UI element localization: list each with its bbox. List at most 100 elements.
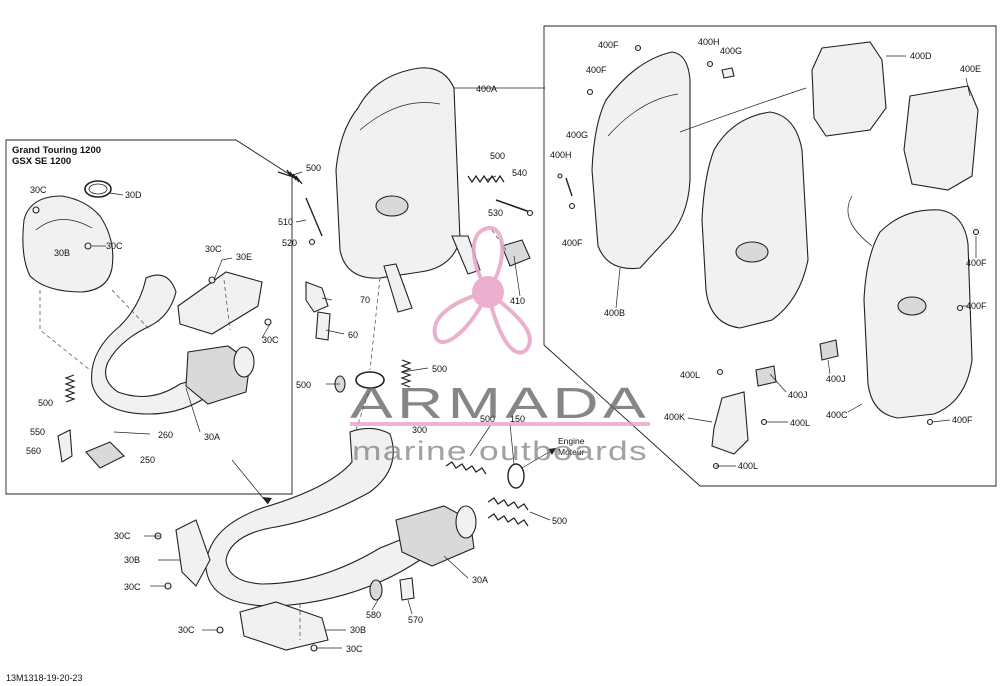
watermark-brand: ARMADA — [350, 379, 650, 428]
muffler-assembly-400a — [335, 67, 481, 313]
inset-dash-a — [39, 290, 91, 371]
label-400j-b: 400J — [826, 374, 846, 384]
label-510: 510 — [278, 217, 293, 227]
label-70: 70 — [360, 295, 370, 305]
label-500-d: 500 — [432, 364, 447, 374]
label-400f-a: 400F — [598, 40, 619, 50]
inset-plate-250 — [85, 441, 125, 469]
label-410: 410 — [510, 296, 525, 306]
muffler-body-400c — [701, 111, 809, 329]
label-30c-a: 30C — [30, 185, 47, 195]
spring-500-mid — [400, 359, 412, 388]
inset-frame-grand-touring — [5, 139, 293, 495]
fastener-400f-c — [568, 202, 576, 210]
dash-muffler-to-pipe — [369, 277, 381, 371]
label-400l-c: 400L — [738, 461, 758, 471]
fastener-400f-f — [926, 418, 934, 426]
label-500-b: 500 — [306, 163, 321, 173]
bracket-60 — [315, 311, 331, 341]
label-30c-c: 30C — [205, 244, 222, 254]
label-400g-a: 400G — [720, 46, 742, 56]
label-520: 520 — [282, 238, 297, 248]
label-580: 580 — [366, 610, 381, 620]
bushing-580 — [369, 579, 383, 601]
fastener-400f-a — [634, 44, 642, 52]
label-60: 60 — [348, 330, 358, 340]
watermark-tagline: marine outboards — [352, 436, 648, 466]
label-400k: 400K — [664, 412, 685, 422]
watermark-underline — [350, 422, 650, 426]
label-30e: 30E — [236, 252, 252, 262]
bracket-530-540 — [495, 199, 534, 217]
label-400c: 400C — [826, 410, 848, 420]
inset-dash-b — [111, 289, 151, 331]
inset-screw-30c-d — [264, 318, 272, 326]
rubber-block-400j-a — [755, 365, 777, 387]
inset-bracket-550 — [57, 429, 73, 463]
label-400f-e: 400F — [966, 301, 987, 311]
label-400l-a: 400L — [680, 370, 700, 380]
label-540: 540 — [512, 168, 527, 178]
muffler-detail-frame — [543, 25, 997, 487]
label-30d: 30D — [125, 190, 142, 200]
label-30c-e: 30C — [114, 531, 131, 541]
fastener-400f-e — [956, 304, 964, 312]
spring-500-upper-left — [277, 169, 303, 185]
muffler-cover-400b — [591, 51, 691, 270]
label-500-a: 500 — [38, 398, 53, 408]
moteur-label: Moteur — [558, 447, 585, 457]
label-30c-h: 30C — [346, 644, 363, 654]
washer-520 — [308, 238, 316, 246]
label-400h-b: 400H — [550, 150, 572, 160]
label-400b: 400B — [604, 308, 625, 318]
inset-screw-30c-a — [32, 206, 40, 214]
label-30b-c: 30B — [350, 625, 366, 635]
label-500-f: 500 — [480, 414, 495, 424]
label-550: 550 — [30, 427, 45, 437]
muffler-shell-400c — [863, 209, 973, 419]
insulation-pad-400d — [811, 41, 887, 137]
inset-spring-500 — [64, 374, 76, 403]
springs-500-pair — [445, 461, 529, 527]
inset-clamp-30d — [84, 180, 112, 198]
label-400j-a: 400J — [788, 390, 808, 400]
rubber-block-400j-b — [819, 339, 839, 361]
inset-heat-shield-30e — [177, 271, 263, 335]
clip-400g-b — [565, 177, 573, 197]
inset-heat-shield-30b — [22, 195, 114, 293]
label-30b-a: 30B — [54, 248, 70, 258]
label-500-g: 500 — [552, 516, 567, 526]
inset-screw-30c-b — [84, 242, 92, 250]
label-530: 530 — [488, 208, 503, 218]
label-250: 250 — [140, 455, 155, 465]
label-560: 560 — [26, 446, 41, 456]
heat-shield-30b-lower — [239, 601, 329, 651]
label-400f-b: 400F — [586, 65, 607, 75]
engine-arrowhead — [548, 448, 556, 455]
label-30c-b: 30C — [106, 241, 123, 251]
seal-150 — [507, 463, 525, 489]
label-400g-b: 400G — [566, 130, 588, 140]
label-30c-d: 30C — [262, 335, 279, 345]
label-400f-d: 400F — [966, 258, 987, 268]
inset-dash-c — [223, 279, 231, 331]
inset-screw-30c-c — [208, 276, 216, 284]
exhaust-pipe-30a — [205, 427, 477, 607]
label-300: 300 — [412, 425, 427, 435]
inset-exhaust-pipe-30a — [91, 274, 255, 415]
rod-510 — [305, 197, 323, 237]
label-260: 260 — [158, 430, 173, 440]
label-500-e: 500 — [296, 380, 311, 390]
heat-shield-30b-upper — [175, 519, 211, 587]
label-500-c: 500 — [490, 151, 505, 161]
bracket-400k — [711, 391, 749, 455]
inset-title-line1: Grand Touring 1200 — [12, 145, 101, 156]
drawing-code: 13M1318-19-20-23 — [6, 673, 83, 683]
label-30a-b: 30A — [472, 575, 488, 585]
armada-watermark: ARMADA marine outboards — [350, 226, 650, 466]
insulation-pad-400e — [903, 85, 979, 191]
label-150: 150 — [510, 414, 525, 424]
spring-500-upper-right — [467, 174, 505, 184]
label-30a-a: 30A — [204, 432, 220, 442]
fastener-400f-b — [586, 88, 594, 96]
